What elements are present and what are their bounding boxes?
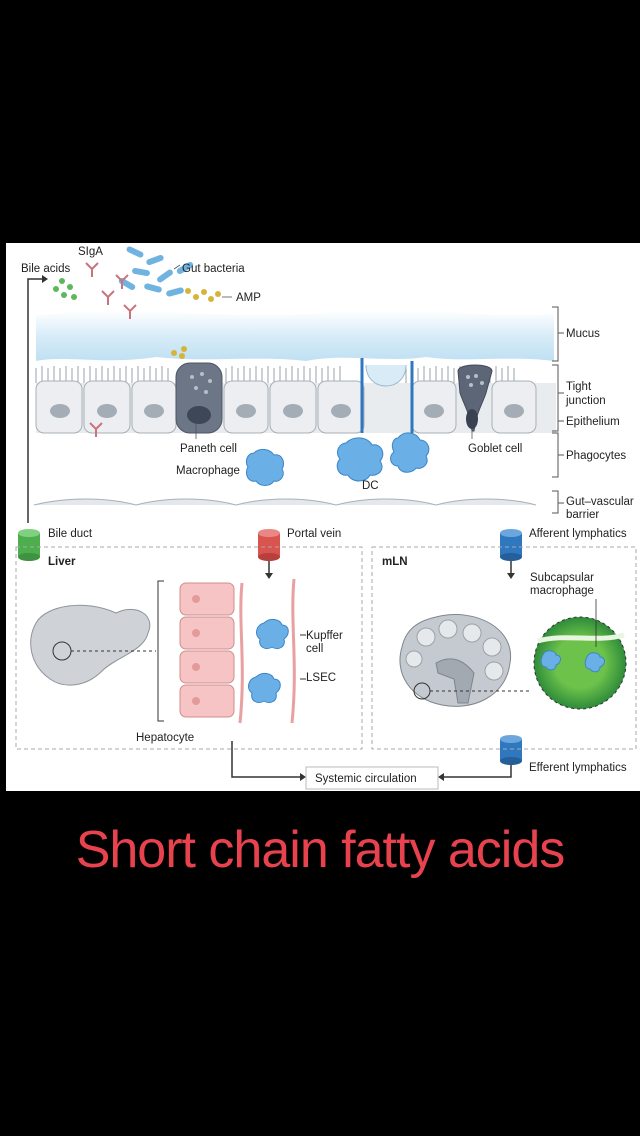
systemic-circulation-box xyxy=(305,766,439,790)
paneth-cell-shape xyxy=(171,346,223,434)
gut-liver-lymph-diagram: SIgA Bile acids Gut bacteria AMP Mucus T… xyxy=(15,246,637,790)
bacteria-cluster xyxy=(118,246,194,297)
label-dc: DC xyxy=(362,480,379,492)
bile-duct-cylinder xyxy=(18,529,40,561)
liver-shape xyxy=(30,604,151,686)
label-lsec: LSEC xyxy=(306,672,336,684)
circulation-arrows xyxy=(231,741,512,778)
gut-vascular-barrier-line xyxy=(33,498,537,506)
label-phagocytes: Phagocytes xyxy=(566,450,626,462)
kupffer-cells xyxy=(248,618,289,704)
label-siga: SIgA xyxy=(78,246,103,258)
label-tight-junction-1: Tight xyxy=(566,381,592,393)
hepatocytes xyxy=(179,582,235,718)
label-tight-junction-2: junction xyxy=(565,395,606,407)
label-epithelium: Epithelium xyxy=(566,416,620,428)
diagram-panel: SIgA Bile acids Gut bacteria AMP Mucus T… xyxy=(6,243,640,791)
top-leaders xyxy=(173,264,473,439)
label-gut-vascular-1: Gut–vascular xyxy=(566,496,634,508)
label-macrophage: Macrophage xyxy=(176,465,240,477)
side-brackets xyxy=(552,306,564,514)
bile-arrow xyxy=(27,278,42,523)
label-mucus: Mucus xyxy=(566,328,600,340)
nuclei xyxy=(50,404,524,418)
label-hepatocyte: Hepatocyte xyxy=(136,732,194,744)
label-gut-vascular-2: barrier xyxy=(566,509,599,521)
efferent-lymph-cylinder xyxy=(500,735,522,765)
label-bile-duct: Bile duct xyxy=(48,528,93,540)
microvilli xyxy=(35,366,515,383)
label-kupffer-1: Kupffer xyxy=(306,630,343,642)
label-paneth-cell: Paneth cell xyxy=(180,443,237,455)
label-goblet-cell: Goblet cell xyxy=(468,443,522,455)
mln-box xyxy=(371,546,637,750)
label-liver: Liver xyxy=(48,556,76,568)
label-gut-bacteria: Gut bacteria xyxy=(182,263,245,275)
label-subcapsular-1: Subcapsular xyxy=(530,572,594,584)
label-subcapsular-2: macrophage xyxy=(530,585,594,597)
label-amp: AMP xyxy=(236,292,261,304)
crypt-dip xyxy=(365,364,407,387)
caption-title: Short chain fatty acids xyxy=(75,821,566,879)
bile-acid-dots xyxy=(53,278,77,300)
dc-dendrites xyxy=(360,358,414,433)
siga-molecules xyxy=(85,262,137,437)
label-portal-vein: Portal vein xyxy=(287,528,341,540)
portal-vein-cylinder xyxy=(258,529,280,579)
mucus-layer xyxy=(36,310,554,361)
label-systemic-circulation: Systemic circulation xyxy=(315,773,417,785)
goblet-cell-shape xyxy=(457,364,493,432)
label-efferent-lymphatics: Efferent lymphatics xyxy=(529,762,627,774)
label-afferent-lymphatics: Afferent lymphatics xyxy=(529,528,627,540)
label-mln: mLN xyxy=(382,556,408,568)
sinusoid-walls xyxy=(238,578,296,724)
liver-box xyxy=(15,546,363,750)
label-kupffer-2: cell xyxy=(306,643,323,655)
afferent-lymph-cylinder xyxy=(500,529,522,579)
immune-cells xyxy=(245,432,430,486)
label-bile-acids: Bile acids xyxy=(21,263,70,275)
amp-dots xyxy=(185,288,221,302)
